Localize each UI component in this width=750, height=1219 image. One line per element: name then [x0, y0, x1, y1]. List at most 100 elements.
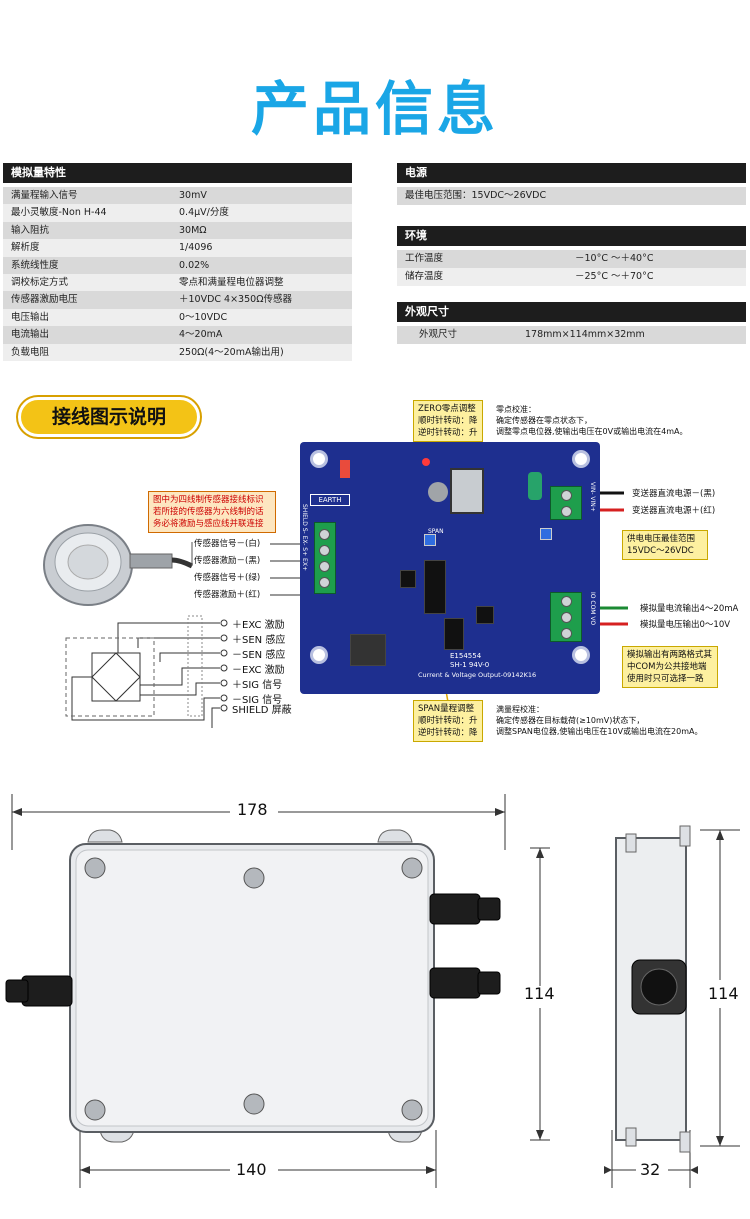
spec-key: 电流输出: [11, 329, 50, 341]
regulator-2: [350, 634, 386, 666]
spec-key: 负载电阻: [11, 346, 50, 358]
dim-side-height: 114: [708, 984, 739, 1003]
analog-heading: 模拟量特性: [3, 163, 352, 183]
spec-value: 250Ω(4～20mA输出用): [179, 346, 284, 358]
led: [422, 458, 430, 466]
six-wire-label: ＋SEN 感应: [232, 635, 286, 646]
six-wire-label: －EXC 激励: [232, 665, 285, 676]
six-wire-label: SHIELD 屏蔽: [232, 705, 292, 716]
voltage-out-label: 模拟量电压输出0～10V: [640, 620, 731, 630]
spec-key: 传感器激励电压: [11, 294, 78, 306]
current-out-label: 模拟量电流输出4～20mA: [640, 604, 739, 614]
page-title: 产品信息: [250, 75, 499, 143]
zero-pot: [540, 528, 552, 540]
dim-depth: 32: [640, 1160, 661, 1179]
sensor-wire-label: 传感器信号－(白): [194, 539, 261, 549]
output-note: 模拟输出有两路格式其中COM为公共接地端使用时只可选择一路: [622, 646, 718, 688]
wiring-badge: 接线图示说明: [18, 397, 200, 437]
zero-note: 零点校准： 确定传感器在零点状态下， 调整零点电位器,使输出电压在0V或输出电流…: [496, 405, 688, 436]
spec-key: 系统线性度: [11, 259, 59, 271]
six-wire-label: －SIG 信号: [232, 695, 283, 706]
spec-key: 解析度: [11, 242, 40, 254]
wiring-diagram: [43, 447, 628, 728]
mount-hole: [310, 450, 328, 468]
spec-row: 负载电阻 250Ω(4～20mA输出用): [3, 343, 352, 361]
spec-key: 满量程输入信号: [11, 190, 78, 201]
dim-width: 178: [237, 800, 268, 819]
pcb-text-1: E154554: [450, 652, 482, 660]
mount-hole: [572, 450, 590, 468]
output-terminal-label: IO COM VO: [589, 592, 596, 626]
red-component: [340, 460, 350, 478]
pcb-text-3: Current & Voltage Output-09142K16: [418, 671, 537, 679]
sensor-wire-label: 传感器激励－(黑): [194, 556, 261, 566]
spec-row: 传感器激励电压 ＋10VDC 4×350Ω传感器: [3, 291, 352, 309]
dimension-drawing: [5, 794, 740, 1188]
power-heading: 电源: [397, 163, 746, 183]
spec-row: 电流输出 4～20mA: [3, 326, 352, 344]
six-wire-label: ＋SIG 信号: [232, 680, 283, 691]
span-pot: [424, 534, 436, 546]
power-row: 最佳电压范围：15VDC～26VDC: [397, 187, 746, 205]
spec-value: 0～10VDC: [179, 311, 228, 323]
sensor-wire-label: 传感器激励＋(红): [194, 590, 261, 600]
spec-value: 30mV: [179, 190, 207, 201]
spec-row: 系统线性度 0.02%: [3, 256, 352, 274]
spec-value: 0.4μV/分度: [179, 207, 229, 219]
output-terminal-block: [550, 592, 582, 642]
spec-value: ＋10VDC 4×350Ω传感器: [179, 294, 292, 306]
dim-base: 140: [236, 1160, 267, 1179]
power-terminal-block: [550, 486, 582, 520]
mount-hole: [572, 646, 590, 664]
spec-key: 最小灵敏度-Non H-44: [11, 207, 107, 219]
spec-row: 输入阻抗 30MΩ: [3, 221, 352, 240]
spec-value: 1/4096: [179, 242, 213, 254]
power-terminal-label: VIN- VIN+: [589, 482, 596, 512]
dims-row: 外观尺寸 178mm×114mm×32mm: [397, 326, 746, 344]
spec-key: 调校标定方式: [11, 276, 69, 288]
spec-value: 零点和满量程电位器调整: [179, 276, 284, 288]
mount-hole: [310, 646, 328, 664]
sensor-terminal-block: [314, 522, 336, 594]
sensor-note: 图中为四线制传感器接线标识若所接的传感器为六线制的话务必将激励与感应线并联连接: [148, 491, 276, 533]
capacitor-green: [528, 472, 542, 500]
six-wire-label: ＋EXC 激励: [232, 620, 285, 631]
spec-key: 电压输出: [11, 311, 50, 323]
chip-u1: [424, 560, 446, 614]
env-row-work: 工作温度 －10°C ～＋40°C: [397, 250, 746, 268]
spec-row: 解析度 1/4096: [3, 239, 352, 257]
env-spec-table: 环境 工作温度 －10°C ～＋40°C 储存温度 －25°C ～＋70°C: [397, 226, 746, 286]
env-heading: 环境: [397, 226, 746, 246]
dims-spec-table: 外观尺寸 外观尺寸 178mm×114mm×32mm: [397, 302, 746, 344]
pcb-text-2: SH-1 94V-0: [450, 661, 490, 669]
zero-box: ZERO零点调整 顺时针转动：降 逆时针转动：升: [413, 400, 483, 442]
chip-u2: [444, 618, 464, 650]
load-cell-icon: [43, 524, 194, 606]
spec-key: 输入阻抗: [11, 224, 50, 236]
sensor-wire-label: 传感器信号＋(绿): [194, 573, 261, 583]
spec-row: 最小灵敏度-Non H-44 0.4μV/分度: [3, 204, 352, 222]
span-note: 满量程校准： 确定传感器在目标载荷(≥10mV)状态下， 调整SPAN电位器,使…: [496, 705, 703, 736]
power-neg-label: 变送器直流电源－(黑): [632, 489, 716, 499]
chip-u3: [400, 570, 416, 588]
dim-height: 114: [524, 984, 555, 1003]
left-terminal-label: SHIELD S- EX- S+ EX+: [301, 504, 308, 571]
capacitor: [428, 482, 448, 502]
pcb-board: EARTH SHIELD S- EX- S+ EX+ VIN- VIN+ IO …: [300, 442, 600, 694]
spec-row: 电压输出 0～10VDC: [3, 308, 352, 327]
env-row-store: 储存温度 －25°C ～＋70°C: [397, 268, 746, 286]
spec-value: 0.02%: [179, 259, 210, 271]
spec-row: 调校标定方式 零点和满量程电位器调整: [3, 273, 352, 292]
span-box: SPAN量程调整 顺时针转动：升 逆时针转动：降: [413, 700, 483, 742]
power-spec-table: 电源 最佳电压范围：15VDC～26VDC: [397, 163, 746, 205]
regulator: [450, 468, 484, 514]
spec-value: 4～20mA: [179, 329, 223, 341]
earth-label: EARTH: [310, 494, 350, 506]
power-pos-label: 变送器直流电源＋(红): [632, 506, 716, 516]
supply-box: 供电电压最佳范围 15VDC～26VDC: [622, 530, 708, 560]
spec-value: 30MΩ: [179, 224, 207, 236]
spec-row: 满量程输入信号 30mV: [3, 187, 352, 205]
analog-spec-table: 模拟量特性 满量程输入信号 30mV 最小灵敏度-Non H-44 0.4μV/分度输…: [3, 163, 352, 361]
dims-heading: 外观尺寸: [397, 302, 746, 322]
span-label: SPAN: [428, 528, 444, 535]
